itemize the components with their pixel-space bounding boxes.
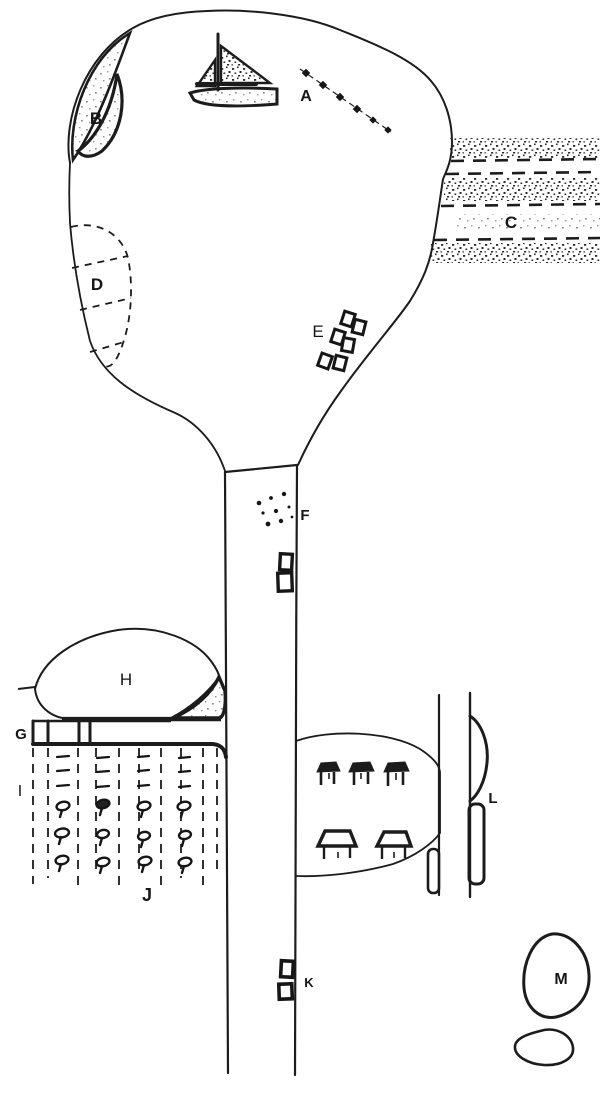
dotted-route-arrow — [299, 68, 392, 134]
label-l: L — [488, 790, 497, 807]
label-b: B — [90, 109, 102, 128]
shoreline-left — [68, 162, 226, 472]
label-f: F — [300, 507, 309, 524]
river-outlet-line — [223, 463, 299, 474]
riverbank-jetty-buildings-icon — [275, 551, 295, 593]
stippled-shore-bands-icon — [431, 138, 600, 263]
roadside-plots-icon — [426, 691, 489, 899]
square-markers-cluster-icon — [315, 309, 368, 373]
river-right-bank — [293, 463, 299, 1077]
shoreline-top-right — [67, 9, 454, 466]
riverbank-buildings-icon — [276, 958, 296, 1002]
lake-shoreline — [67, 9, 454, 1077]
plot-small — [426, 847, 441, 895]
hull — [187, 86, 279, 108]
gated-barrier-icon — [31, 719, 228, 759]
label-d: D — [91, 275, 103, 294]
oval-clearing-icon — [17, 627, 228, 722]
village-oval — [295, 732, 441, 878]
label-c: C — [505, 213, 517, 232]
label-a: A — [300, 88, 312, 105]
hut-icon — [316, 761, 410, 786]
label-i: I — [18, 783, 22, 800]
spit-inner-crescent — [75, 73, 124, 158]
plot-bulge — [468, 714, 489, 803]
spit-outer-arc — [70, 29, 133, 164]
label-j: J — [142, 885, 152, 905]
orchard-plants-grid-icon — [53, 754, 193, 875]
hut-icon — [315, 829, 414, 859]
dot-scatter-icon — [256, 491, 294, 527]
river-left-bank — [223, 470, 230, 1075]
sail-right — [219, 43, 274, 85]
label-e: E — [312, 322, 323, 341]
huts-village-icon — [295, 732, 441, 878]
boulder-large — [522, 932, 591, 1019]
route-line — [299, 68, 392, 133]
label-m: M — [554, 971, 567, 988]
dashed-terraced-plots-icon — [70, 224, 132, 368]
sailboat-icon — [187, 32, 279, 108]
label-k: K — [304, 975, 314, 990]
crescent-spit-cove-icon — [70, 29, 133, 164]
boulders-icon — [513, 932, 591, 1067]
map-labels: A B C D E F G H I J K L M — [15, 88, 568, 990]
oval-left-tail — [17, 686, 36, 690]
plot-long — [467, 802, 486, 886]
label-h: H — [120, 670, 132, 689]
boulder-small — [513, 1028, 575, 1067]
label-g: G — [15, 726, 27, 743]
